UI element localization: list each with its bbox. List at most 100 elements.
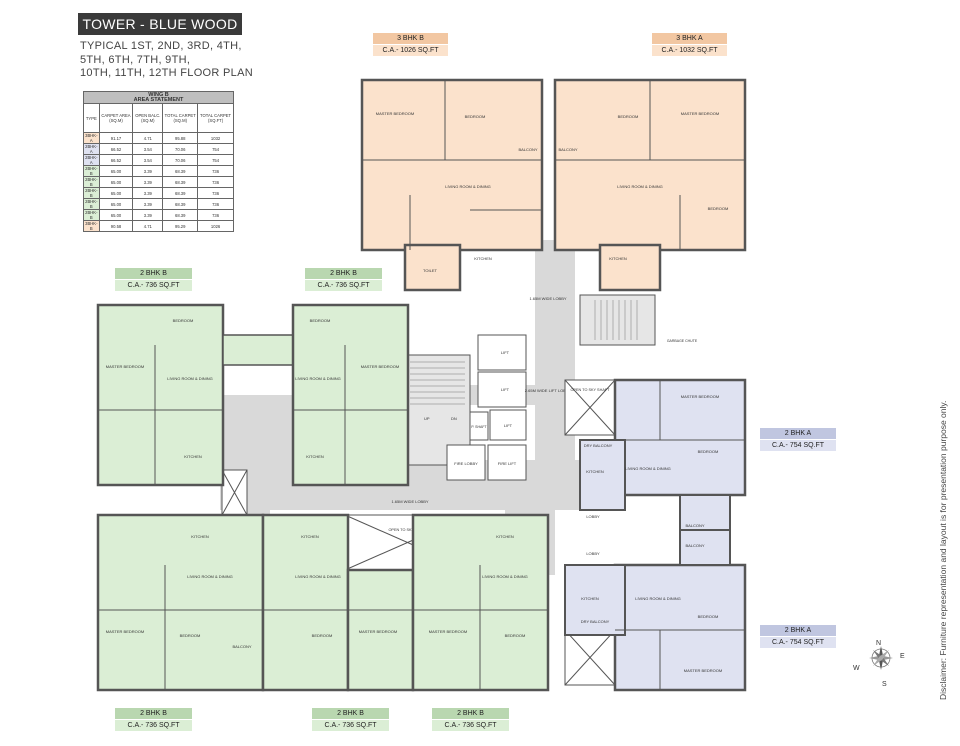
room-label: MASTER BEDROOM	[361, 364, 399, 369]
lobby-wide-label: 1.65M WIDE LOBBY	[529, 296, 566, 301]
room-label: MASTER BEDROOM	[684, 668, 722, 673]
table-heading: WING B AREA STATEMENT	[83, 91, 234, 104]
table-cell: 95.29	[162, 220, 199, 232]
room-label: LIVING ROOM & DINING	[635, 596, 681, 601]
table-cell: 1026	[197, 220, 234, 232]
unit-tag: 2 BHK B C.A.- 736 SQ.FT	[312, 708, 389, 731]
table-header-row: TYPE CARPET AREA (SQ.M) OPEN BALC. (SQ.M…	[83, 103, 234, 133]
room-label: KITCHEN	[184, 454, 202, 459]
room-label: KITCHEN	[301, 534, 319, 539]
fire-lobby	[446, 444, 486, 481]
unit-3bhk-b: MASTER BEDROOM BEDROOM LIVING ROOM & DIN…	[360, 78, 544, 292]
room-label: KITCHEN	[609, 256, 627, 261]
unit-3bhk-a: BEDROOM MASTER BEDROOM LIVING ROOM & DIN…	[553, 78, 747, 292]
unit-tag-area: C.A.- 736 SQ.FT	[305, 279, 382, 291]
center-lobby-label: 1.65M WIDE LOBBY	[391, 499, 428, 504]
unit-tag-type: 2 BHK B	[432, 708, 509, 719]
floor-line: 10TH, 11TH, 12TH FLOOR PLAN	[80, 67, 253, 79]
sky-shaft-label: OPEN TO SKY SHAFT	[570, 388, 610, 392]
lift-label: LIFT	[504, 423, 513, 428]
room-label: MASTER BEDROOM	[681, 111, 719, 116]
room-label: LOBBY	[586, 551, 600, 556]
unit-2bhk-b-sw: KITCHEN LIVING ROOM & DINING MASTER BEDR…	[96, 513, 265, 692]
room-label: DRY BALCONY	[584, 443, 613, 448]
room-label: MASTER BEDROOM	[681, 394, 719, 399]
col-header: TOTAL CARPET (SQ.FT)	[197, 103, 234, 133]
room-label: MASTER BEDROOM	[359, 629, 397, 634]
room-label: DRY BALCONY	[581, 619, 610, 624]
room-label: LIVING ROOM & DINING	[617, 184, 663, 189]
fire-lift	[487, 444, 527, 481]
east-stair-treads	[594, 300, 638, 340]
room-label: LIVING ROOM & DINING	[167, 376, 213, 381]
unit-tag-area: C.A.- 754 SQ.FT	[760, 439, 836, 451]
compass-n: N	[876, 640, 881, 647]
unit-tag: 3 BHK B C.A.- 1026 SQ.FT	[373, 33, 448, 56]
room-label: BALCONY	[685, 523, 704, 528]
east-stair	[579, 294, 656, 346]
unit-2bhk-b-n: BEDROOM MASTER BEDROOM LIVING ROOM & DIN…	[291, 303, 410, 487]
unit-tag: 3 BHK A C.A.- 1032 SQ.FT	[652, 33, 727, 56]
wing-label: WING B	[148, 91, 169, 98]
unit-tag-area: C.A.- 1032 SQ.FT	[652, 44, 727, 56]
col-header: CARPET AREA (SQ.M)	[98, 103, 134, 133]
floor-line: TYPICAL 1ST, 2ND, 3RD, 4TH,	[80, 40, 242, 52]
room-label: LOBBY	[586, 514, 600, 519]
room-label: MASTER BEDROOM	[376, 111, 414, 116]
unit-tag: 2 BHK B C.A.- 736 SQ.FT	[115, 268, 192, 291]
lift-lobby	[535, 240, 575, 510]
tower-title: TOWER - BLUE WOOD	[78, 13, 242, 35]
compass-w: W	[853, 665, 860, 672]
room-label: LIVING ROOM & DINING	[625, 466, 671, 471]
room-label: KITCHEN	[306, 454, 324, 459]
p-shaft	[469, 411, 489, 441]
room-label: KITCHEN	[496, 534, 514, 539]
unit-2bhk-a-lower: LIVING ROOM & DINING KITCHEN DRY BALCONY…	[564, 529, 747, 692]
room-label: BEDROOM	[618, 114, 639, 119]
lift-label: LIFT	[501, 350, 510, 355]
compass-s: S	[882, 681, 887, 688]
lift-label: LIFT	[501, 387, 510, 392]
disclaimer: Disclaimer: Furniture representation and…	[938, 400, 948, 700]
room-label: BEDROOM	[708, 206, 729, 211]
room-label: LIVING ROOM & DINING	[295, 574, 341, 579]
room-label: LIVING ROOM & DINING	[295, 376, 341, 381]
area-heading: AREA STATEMENT	[133, 96, 184, 103]
unit-tag-area: C.A.- 736 SQ.FT	[115, 719, 192, 731]
room-label: LIVING ROOM & DINING	[482, 574, 528, 579]
room-label: BALCONY	[232, 644, 251, 649]
unit-tag-type: 2 BHK B	[312, 708, 389, 719]
unit-2bhk-b-se: KITCHEN LIVING ROOM & DINING MASTER BEDR…	[411, 513, 550, 692]
unit-2bhk-b-s: KITCHEN LIVING ROOM & DINING BEDROOM MAS…	[261, 513, 415, 692]
lift-3	[489, 409, 527, 441]
room-label: BALCONY	[558, 147, 577, 152]
fire-lift-label: FIRE LIFT	[498, 461, 517, 466]
room-label: BEDROOM	[698, 449, 719, 454]
compass-icon: N S E W	[853, 640, 905, 688]
room-label: KITCHEN	[474, 256, 492, 261]
lift-2	[477, 371, 527, 408]
room-label: MASTER BEDROOM	[106, 364, 144, 369]
room-label: MASTER BEDROOM	[429, 629, 467, 634]
unit-tag: 2 BHK B C.A.- 736 SQ.FT	[115, 708, 192, 731]
room-label: MASTER BEDROOM	[106, 629, 144, 634]
room-label: KITCHEN	[581, 596, 599, 601]
table-cell: 2BHK- B	[83, 165, 100, 177]
room-label: BEDROOM	[173, 318, 194, 323]
dn-label: DN	[451, 416, 457, 421]
stair-treads	[410, 361, 465, 405]
lift-lobby-label: 2.65M WIDE LIFT LOBBY	[525, 388, 572, 393]
col-header: TYPE	[83, 103, 100, 133]
floor-list: TYPICAL 1ST, 2ND, 3RD, 4TH, 5TH, 6TH, 7T…	[80, 40, 280, 81]
room-label: BALCONY	[518, 147, 537, 152]
unit-tag: 2 BHK B C.A.- 736 SQ.FT	[305, 268, 382, 291]
col-header: TOTAL CARPET (SQ.M)	[162, 103, 199, 133]
unit-tag-type: 3 BHK B	[373, 33, 448, 44]
sky-shaft-label: OPEN TO SKY SHAFT	[388, 528, 428, 532]
